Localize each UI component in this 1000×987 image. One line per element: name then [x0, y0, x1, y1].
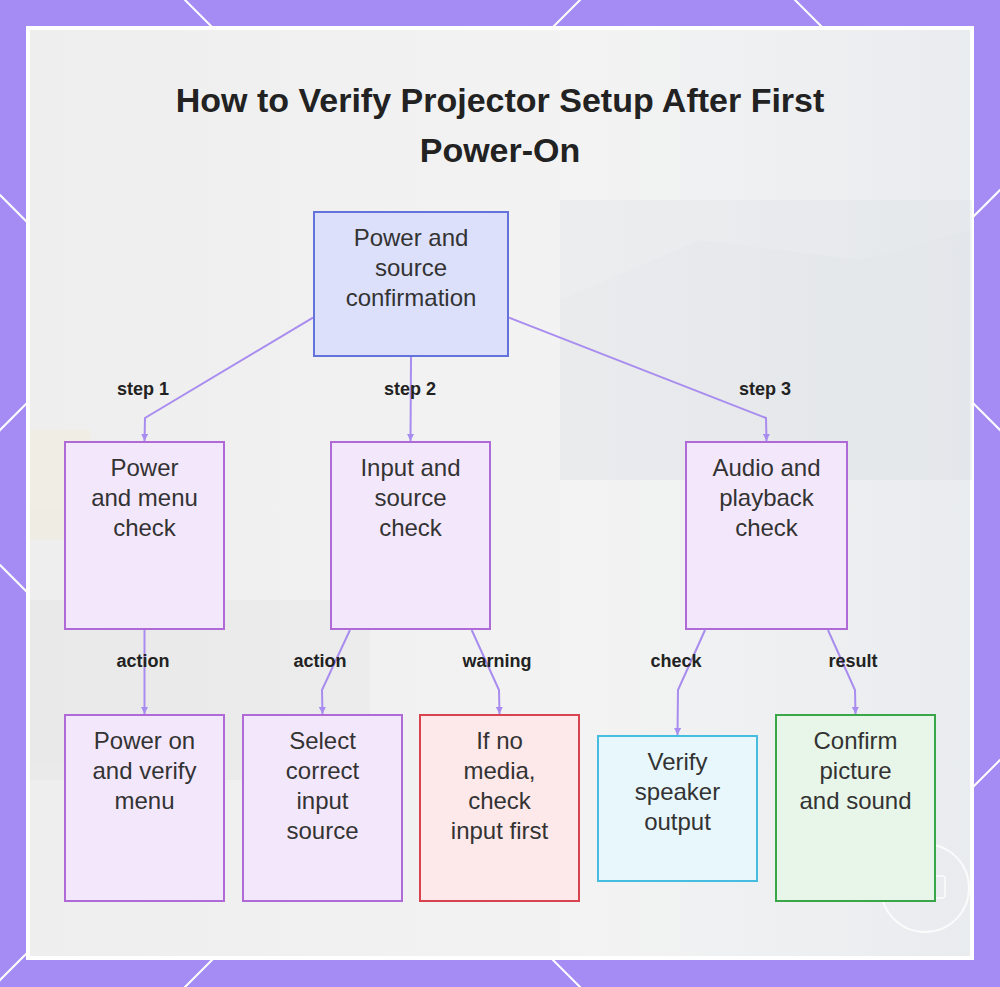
node-label: Power and menu check — [88, 453, 201, 543]
edge-label: warning — [462, 650, 531, 672]
step-box: Power and menu check — [64, 441, 225, 630]
step-box: Input and source check — [330, 441, 491, 630]
diagram-title: How to Verify Projector Setup After Firs… — [170, 75, 830, 175]
edge-label: step 3 — [739, 378, 791, 400]
edge-label: check — [650, 650, 701, 672]
faded-photo — [30, 200, 972, 780]
root-box: Power and source confirmation — [313, 211, 509, 357]
inner-panel — [28, 28, 972, 958]
connector-arrow — [509, 318, 767, 441]
node-label: Audio and playback check — [709, 453, 824, 543]
connector-arrow — [145, 318, 314, 441]
connector-arrow — [828, 630, 856, 714]
edge-label: action — [293, 650, 346, 672]
connector-arrow — [472, 630, 500, 714]
result-box: Confirm picture and sound — [775, 714, 936, 902]
connector-arrow — [322, 630, 350, 714]
node-label: Select correct input source — [266, 726, 379, 846]
step-box: Audio and playback check — [685, 441, 848, 630]
connector-arrow — [678, 630, 706, 735]
action-box: Power on and verify menu — [64, 714, 225, 902]
node-label: Input and source check — [354, 453, 467, 543]
action-box: Select correct input source — [242, 714, 403, 902]
node-label: Confirm picture and sound — [799, 726, 912, 816]
node-label: If no media, check input first — [443, 726, 556, 846]
node-label: Power on and verify menu — [88, 726, 201, 816]
edge-label: action — [116, 650, 169, 672]
node-label: Power and source confirmation — [337, 223, 485, 313]
edge-label: step 2 — [384, 378, 436, 400]
node-label: Verify speaker output — [621, 747, 734, 837]
connector-arrow — [144, 630, 146, 714]
edge-label: step 1 — [117, 378, 169, 400]
warning-box: If no media, check input first — [419, 714, 580, 902]
edge-label: result — [828, 650, 877, 672]
check-box: Verify speaker output — [597, 735, 758, 882]
